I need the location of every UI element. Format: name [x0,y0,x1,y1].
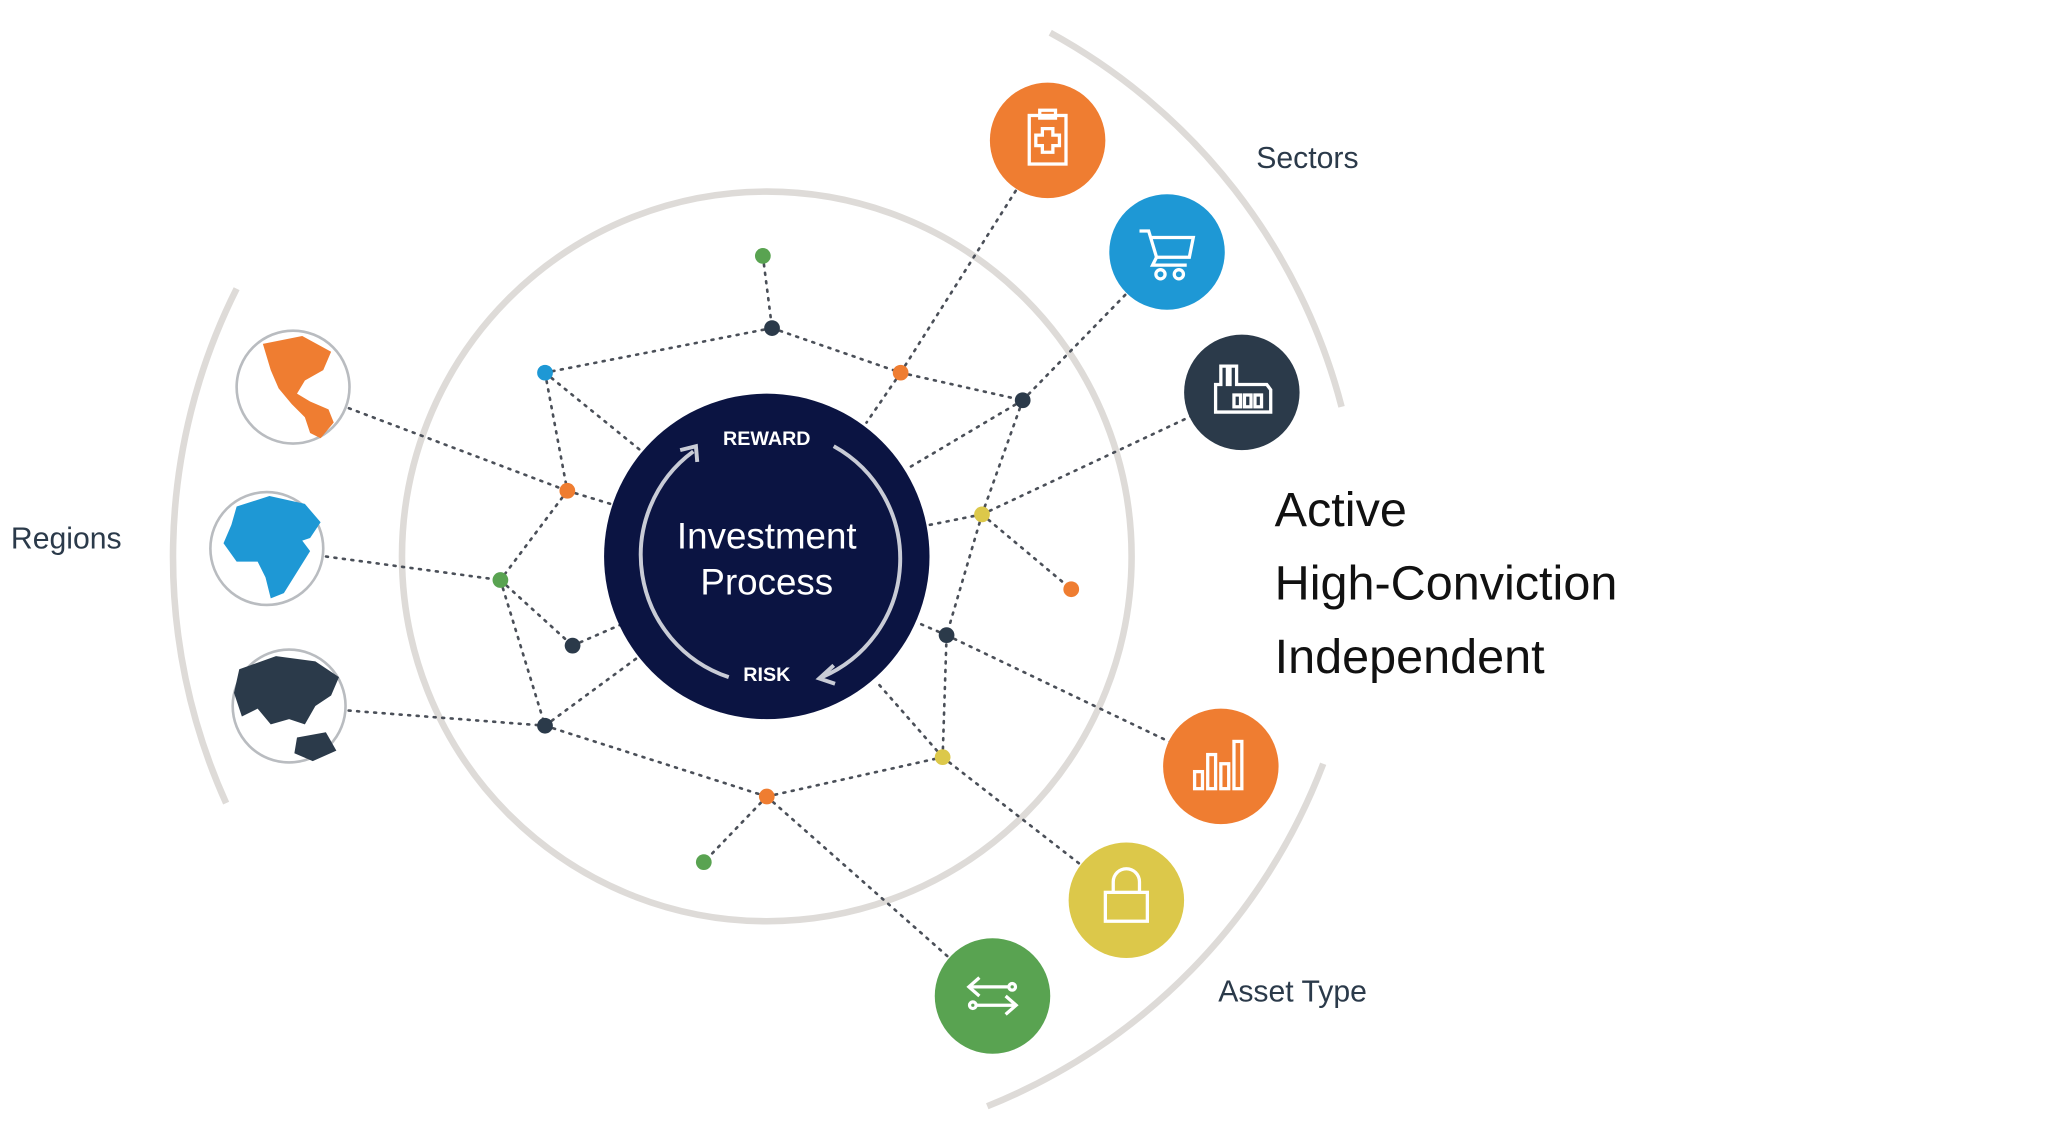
asset-type-arc [986,762,1327,1110]
node [537,717,553,734]
node [695,854,712,871]
node [754,248,771,264]
globe-americas[interactable] [235,329,351,445]
node [934,749,951,766]
bar-chart-icon [1192,739,1244,791]
regions-arc [169,287,240,805]
sector-consumer[interactable] [1109,194,1225,310]
arrowhead-icon [815,663,836,686]
node [974,506,990,523]
sector-healthcare[interactable] [989,82,1106,199]
africa-europe-globe-icon [223,496,321,599]
node [764,320,780,336]
trait-active: Active [1275,483,1407,537]
healthcare-clipboard-icon [1027,108,1068,166]
globe-asia-oceania[interactable] [231,648,347,764]
exchange-arrows-icon [966,976,1019,1016]
node [938,627,955,644]
node [492,572,509,588]
center-title-line1: Investment [677,516,857,557]
trait-high-conviction: High-Conviction [1275,557,1618,611]
node [564,637,581,654]
lock-icon [1103,867,1149,923]
factory-icon [1213,364,1273,414]
node [758,788,775,805]
investment-process-core: REWARD Investment Process RISK [604,393,930,720]
shopping-cart-icon [1139,229,1196,281]
asset-fixed-income[interactable] [1068,842,1185,958]
regions-label: Regions [11,523,122,556]
node [537,364,553,381]
cycle-arrow-icon [638,449,730,680]
globe-africa-europe[interactable] [209,490,325,607]
sector-industrials[interactable] [1184,334,1300,451]
asia-oceania-globe-icon [234,656,339,762]
node [1063,581,1080,598]
network-nodes [492,248,1080,871]
cycle-arrow-icon [821,444,903,679]
center-title-line2: Process [700,561,833,602]
arrowhead-icon [679,443,700,463]
risk-label: RISK [743,664,791,686]
node [1014,392,1031,409]
node [892,364,909,381]
asset-equities[interactable] [1163,708,1279,825]
node [559,482,576,499]
americas-globe-icon [262,335,334,439]
asset-alternatives[interactable] [934,938,1051,1054]
outer-ring [398,188,1135,925]
trait-independent: Independent [1275,630,1545,684]
sectors-arc [1048,29,1345,408]
reward-label: REWARD [723,428,810,450]
asset-type-label: Asset Type [1218,975,1367,1008]
sectors-label: Sectors [1256,142,1358,175]
network-edges [265,139,1244,998]
